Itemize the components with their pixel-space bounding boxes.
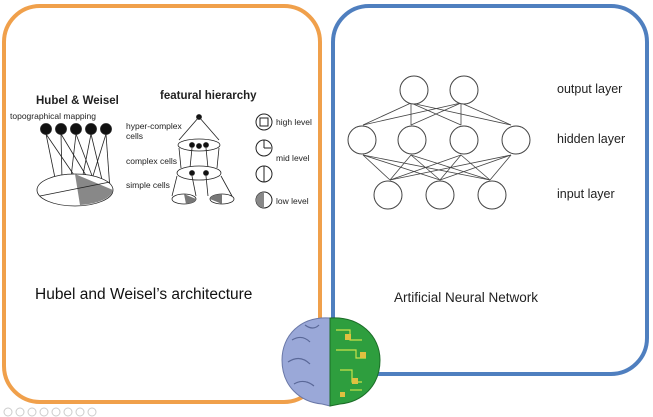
ann-caption: Artificial Neural Network xyxy=(394,290,539,305)
network-edges xyxy=(362,102,512,181)
featural-hierarchy-title: featural hierarchy xyxy=(160,90,257,102)
input-layer-label: input layer xyxy=(557,187,615,201)
hidden-layer-label: hidden layer xyxy=(557,132,626,146)
low-level-label: low level xyxy=(276,196,309,206)
high-level-icon xyxy=(255,113,273,131)
complex-cells-label: complex cells xyxy=(126,156,178,166)
hidden-node xyxy=(347,125,377,155)
output-node xyxy=(449,75,479,105)
topographical-mapping-diagram xyxy=(36,123,114,207)
output-layer-label: output layer xyxy=(557,82,623,96)
mid-level-label: mid level xyxy=(276,153,310,163)
level-icons xyxy=(255,113,273,209)
hidden-node xyxy=(449,125,479,155)
output-node xyxy=(399,75,429,105)
hubel-weisel-title: Hubel & Weisel xyxy=(36,95,119,107)
hubel-weisel-caption: Hubel and Weisel’s architecture xyxy=(35,286,253,303)
hyper-complex-cells-label: hyper-complex cells xyxy=(126,121,182,141)
hidden-node xyxy=(501,125,531,155)
high-level-label: high level xyxy=(276,117,312,127)
featural-hierarchy-diagram xyxy=(171,114,235,205)
hidden-node xyxy=(397,125,427,155)
simple-cells-label: simple cells xyxy=(126,180,170,190)
neural-network-diagram xyxy=(347,75,531,210)
decorative-dots xyxy=(3,407,97,417)
input-node xyxy=(425,180,455,210)
input-node xyxy=(477,180,507,210)
input-node xyxy=(373,180,403,210)
brain-chip-icon xyxy=(281,317,381,407)
topographical-mapping-label: topographical mapping xyxy=(10,111,97,121)
